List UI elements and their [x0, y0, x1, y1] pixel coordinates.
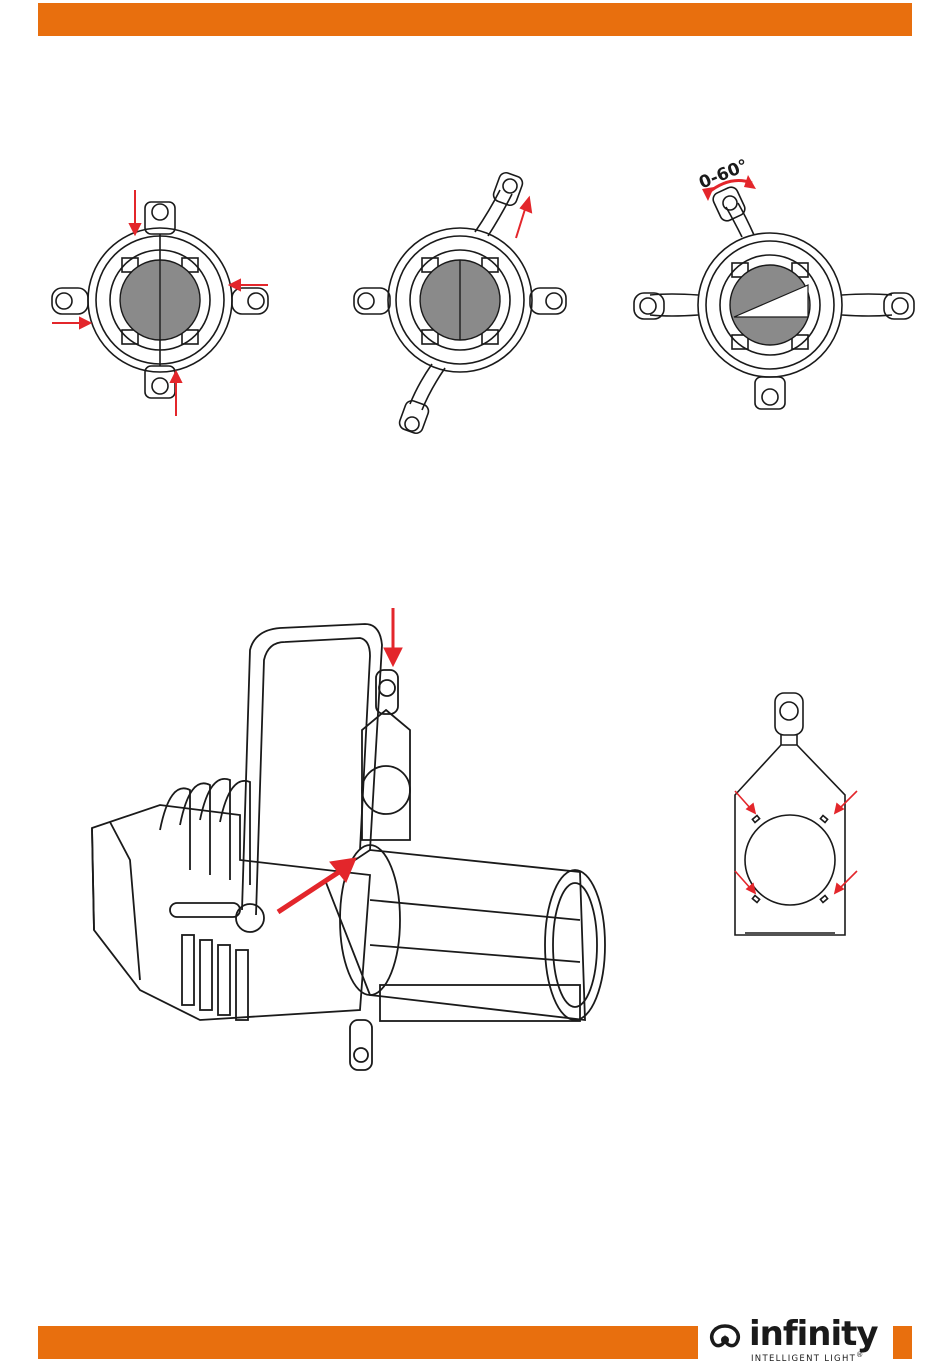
rotation-angle-label: 0-60°: [696, 156, 751, 194]
brand-tagline: INTELLIGENT LIGHT®: [751, 1350, 865, 1364]
gobo-holder-rotate-figure: [350, 170, 590, 440]
gobo-rotation-figure: 0-60°: [630, 145, 920, 425]
gobo-holder-plate-figure: [725, 685, 875, 945]
brand-tagline-text: INTELLIGENT LIGHT: [751, 1354, 856, 1364]
fixture-insertion-figure: [80, 600, 640, 1080]
header-accent-bar: [38, 3, 912, 36]
brand-name: infinity: [749, 1314, 878, 1354]
footer-accent-tail: [893, 1326, 912, 1359]
gobo-holder-insert-figure: [40, 180, 280, 420]
brand-mark-icon: [705, 1322, 745, 1356]
brand-logo: infinity INTELLIGENT LIGHT®: [703, 1318, 888, 1362]
brand-registered-mark: ®: [856, 1350, 864, 1359]
footer-accent-bar: [38, 1326, 698, 1359]
